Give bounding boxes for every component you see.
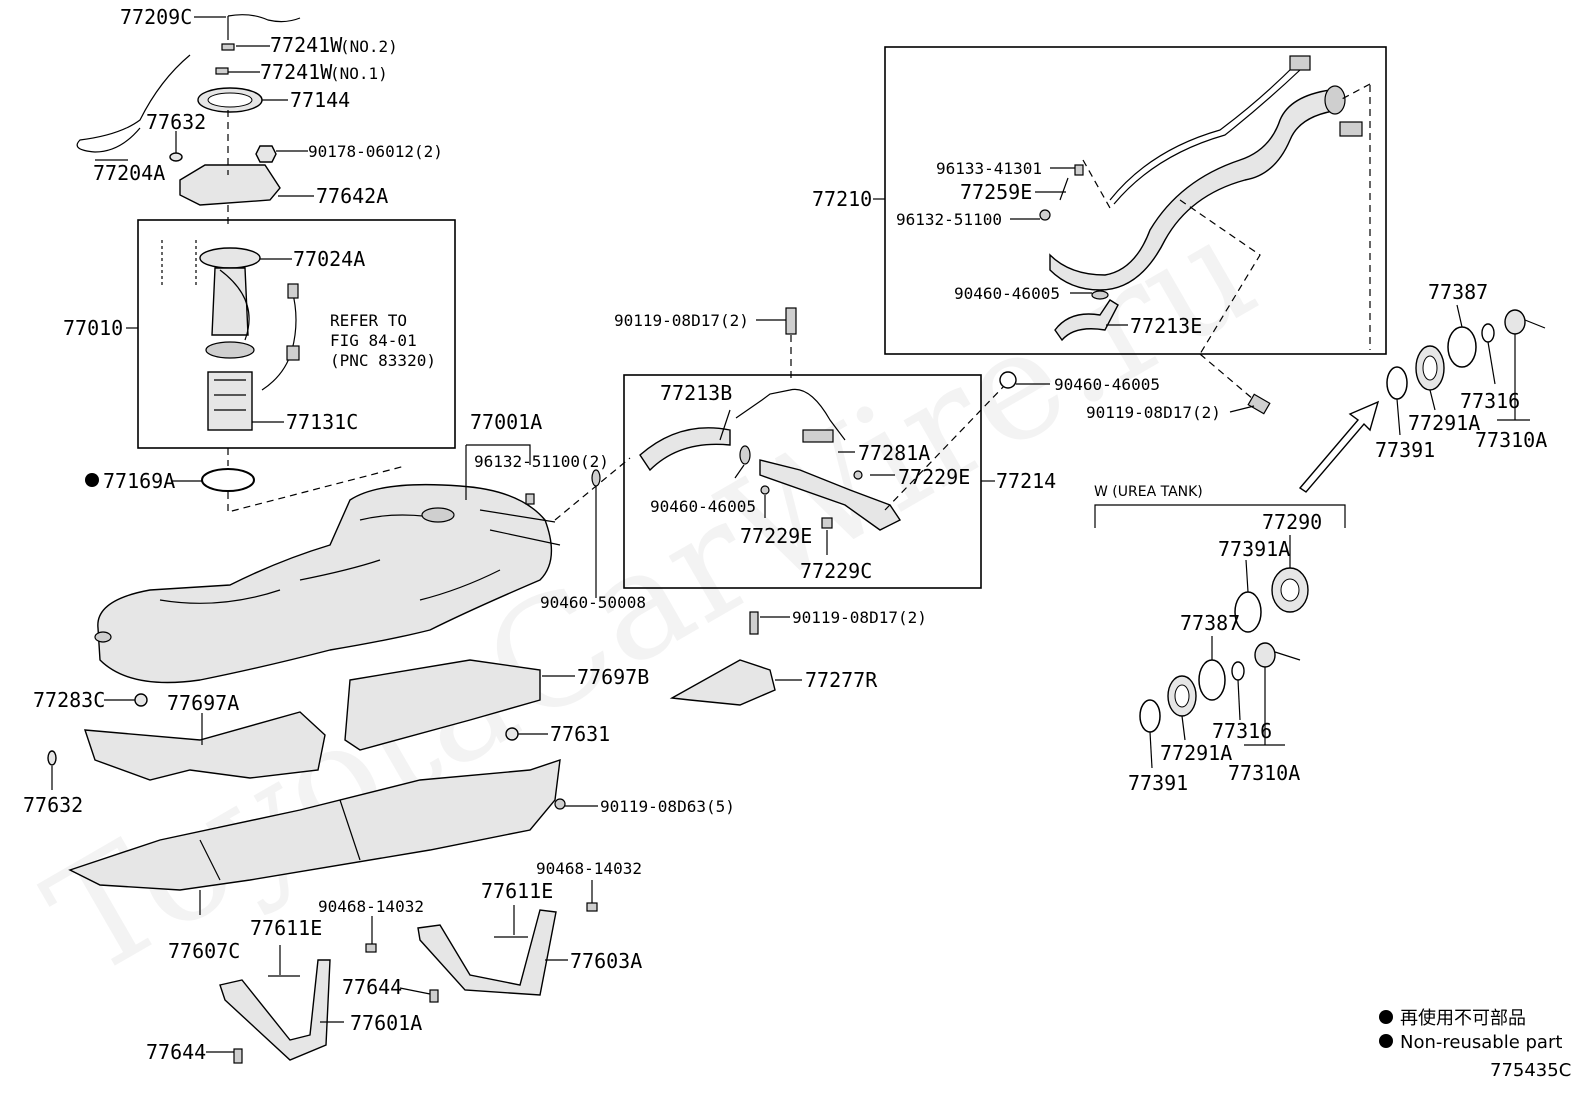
label-77611E-a: 77611E — [250, 916, 322, 940]
label-77697A: 77697A — [167, 691, 239, 715]
urea-tank-bracket — [1094, 504, 1346, 528]
label-90460-50008: 90460-50008 — [540, 593, 646, 612]
label-90119-08D63: 90119-08D63(5) — [600, 797, 735, 816]
legend-japanese: 再使用不可部品 — [1400, 1008, 1526, 1029]
fuel-pump-group — [76, 14, 456, 513]
label-77229C: 77229C — [800, 559, 872, 583]
label-77310A-a: 77310A — [1475, 428, 1547, 452]
label-90468-b: 90468-14032 — [536, 859, 642, 878]
label-77204A: 77204A — [93, 161, 165, 185]
label-77316-a: 77316 — [1460, 389, 1520, 413]
label-77241W-1-note: (NO.1) — [330, 64, 388, 83]
label-refer-3: (PNC 83320) — [330, 351, 436, 370]
label-90460-46005-a: 90460-46005 — [650, 497, 756, 516]
label-96132-b: 96132-51100(2) — [474, 452, 609, 471]
label-77391-b: 77391 — [1128, 771, 1188, 795]
label-77391-a: 77391 — [1375, 438, 1435, 462]
label-77241W-2-note: (NO.2) — [340, 37, 398, 56]
label-90468-a: 90468-14032 — [318, 897, 424, 916]
label-77001A: 77001A — [470, 410, 542, 434]
label-77644-a: 77644 — [342, 975, 402, 999]
label-90119-c: 90119-08D17(2) — [1086, 403, 1221, 422]
label-77642A: 77642A — [316, 184, 388, 208]
label-77210: 77210 — [812, 187, 872, 211]
fuel-pump-box — [137, 219, 456, 449]
label-77131C: 77131C — [286, 410, 358, 434]
label-w-urea-tank: W (UREA TANK) — [1094, 484, 1203, 500]
label-77607C: 77607C — [168, 939, 240, 963]
protectors-group — [47, 611, 776, 1064]
label-77229E-b: 77229E — [740, 524, 812, 548]
label-77601A: 77601A — [350, 1011, 422, 1035]
label-77283C: 77283C — [33, 688, 105, 712]
non-reusable-dot — [85, 473, 99, 487]
label-77259E: 77259E — [960, 180, 1032, 204]
label-90119-b: 90119-08D17(2) — [792, 608, 927, 627]
urea-cap-upper-group — [1386, 309, 1546, 400]
label-77010: 77010 — [63, 316, 123, 340]
label-77209C: 77209C — [120, 5, 192, 29]
inlet-pipe-group — [639, 307, 1006, 531]
label-refer-1: REFER TO — [330, 311, 407, 330]
label-77291A-b: 77291A — [1160, 741, 1232, 765]
legend-english: Non-reusable part — [1400, 1032, 1562, 1053]
label-77213B: 77213B — [660, 381, 732, 405]
label-77631: 77631 — [550, 722, 610, 746]
fuel-tank-group — [94, 457, 631, 707]
direction-arrow — [1298, 400, 1380, 493]
legend-dot-en — [1379, 1034, 1393, 1048]
label-77277R: 77277R — [805, 668, 878, 692]
label-77603A: 77603A — [570, 949, 642, 973]
label-refer-2: FIG 84-01 — [330, 331, 417, 350]
leader-lines — [51, 16, 1530, 1053]
label-90178: 90178-06012(2) — [308, 142, 443, 161]
label-77281A: 77281A — [858, 441, 930, 465]
label-90460-46005-b: 90460-46005 — [954, 284, 1060, 303]
label-96133: 96133-41301 — [936, 159, 1042, 178]
label-77387-b: 77387 — [1180, 611, 1240, 635]
label-77213E: 77213E — [1130, 314, 1202, 338]
filler-pipe-group — [999, 55, 1371, 415]
label-90460-46005-c: 90460-46005 — [1054, 375, 1160, 394]
figure-code: 775435C — [1490, 1060, 1571, 1081]
urea-cap-lower-group — [1139, 567, 1309, 733]
label-77644-b: 77644 — [146, 1040, 206, 1064]
label-77291A-a: 77291A — [1408, 411, 1480, 435]
label-77229E-a: 77229E — [898, 465, 970, 489]
label-77391A: 77391A — [1218, 537, 1290, 561]
label-77310A-b: 77310A — [1228, 761, 1300, 785]
label-77632-b: 77632 — [23, 793, 83, 817]
legend: 再使用不可部品 Non-reusable part 775435C — [1379, 1008, 1571, 1081]
label-96132-a: 96132-51100 — [896, 210, 1002, 229]
label-77241W-1: 77241W — [260, 60, 333, 84]
label-77316-b: 77316 — [1212, 719, 1272, 743]
label-90119-a: 90119-08D17(2) — [614, 311, 749, 330]
label-77169A: 77169A — [103, 469, 175, 493]
labels: 77209C 77241W (NO.2) 77241W (NO.1) 77144… — [23, 5, 1547, 1064]
label-77241W-2: 77241W — [270, 33, 343, 57]
label-77387-a: 77387 — [1428, 280, 1488, 304]
label-77144: 77144 — [290, 88, 350, 112]
filler-pipe-box — [884, 46, 1387, 355]
legend-dot-jp — [1379, 1010, 1393, 1024]
label-77611E-b: 77611E — [481, 879, 553, 903]
label-77697B: 77697B — [577, 665, 649, 689]
label-77632-a: 77632 — [146, 110, 206, 134]
label-77290: 77290 — [1262, 510, 1322, 534]
label-77214: 77214 — [996, 469, 1056, 493]
label-77024A: 77024A — [293, 247, 365, 271]
